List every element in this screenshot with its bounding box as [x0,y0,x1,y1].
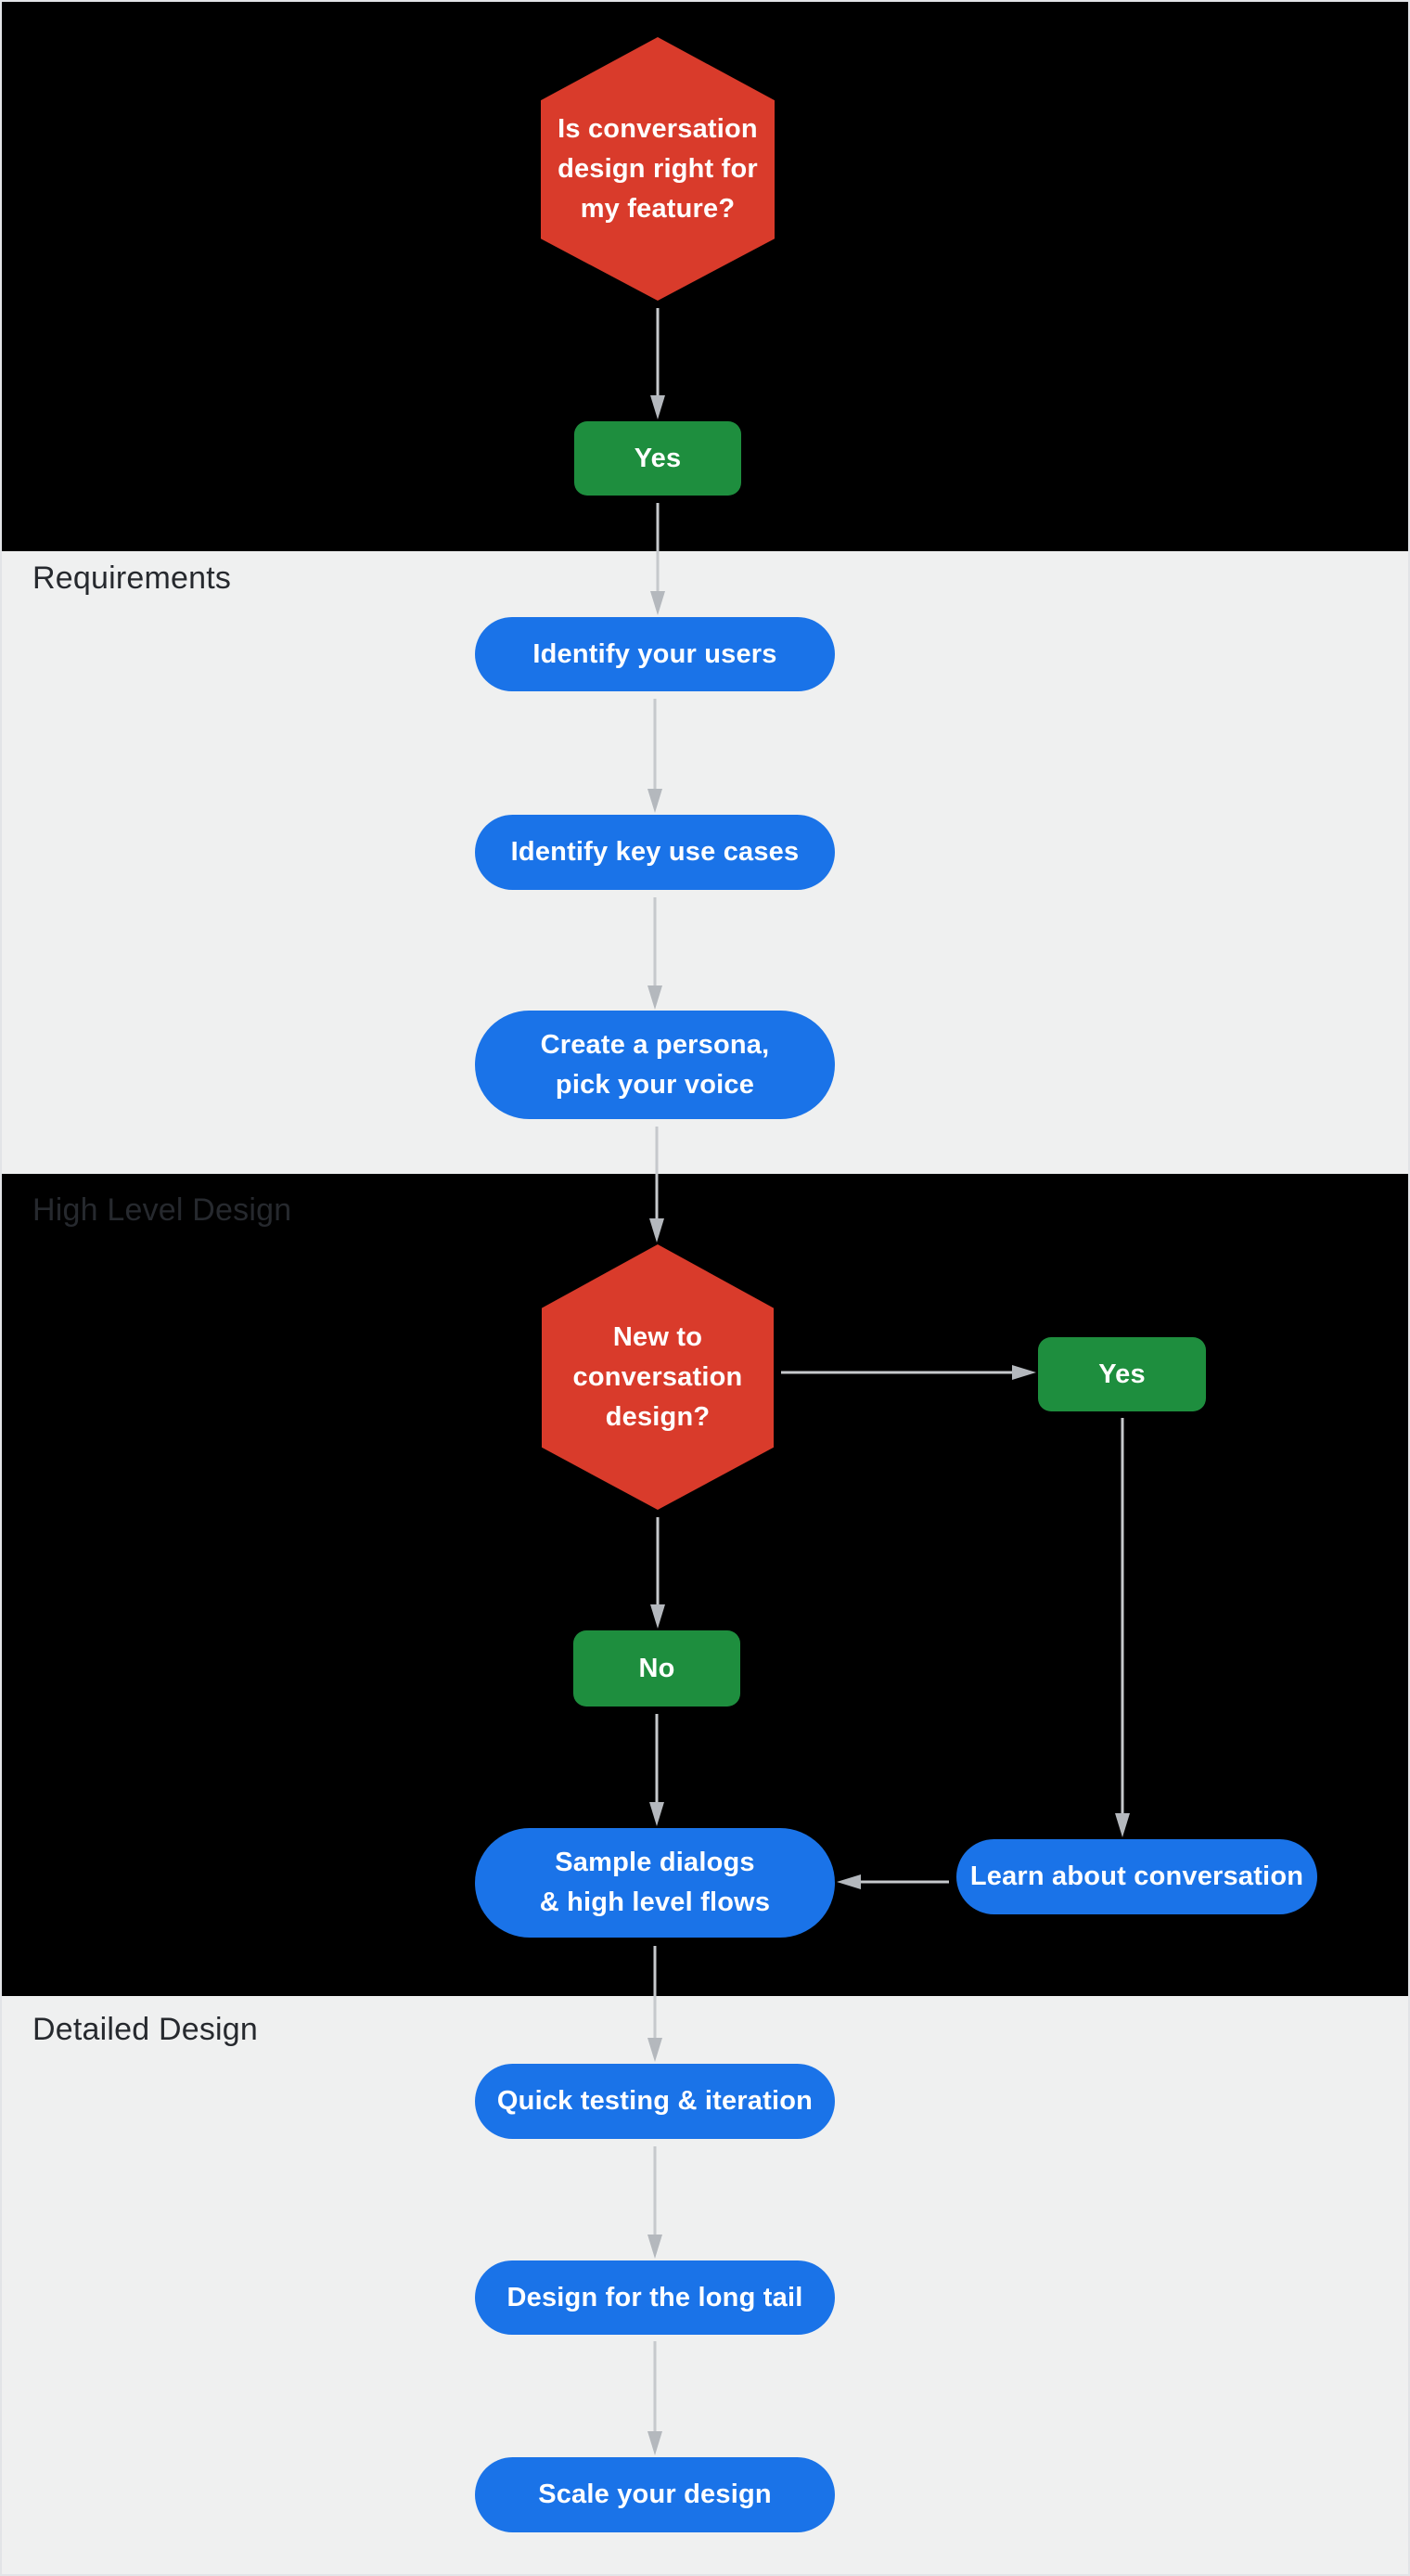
step-create-persona-button[interactable]: Create a persona, pick your voice [475,1011,835,1119]
step-identify-your-users-label: Identify your users [532,638,777,669]
step-identify-key-use-cases-label: Identify key use cases [510,837,800,867]
step-create-persona-label: Create a persona, pick your voice [540,1029,770,1100]
section-label-high-level-design: High Level Design [32,1192,292,1228]
step-identify-your-users-button[interactable]: Identify your users [475,617,835,691]
answer-new-yes-button[interactable]: Yes [1038,1337,1206,1411]
decision-new-to-conversation-design: New to conversation design? [542,1244,774,1510]
step-sample-dialogs-label: Sample dialogs & high level flows [539,1848,771,1917]
decision-new-to-conversation-design-label: New to conversation design? [572,1321,743,1432]
answer-new-yes-label: Yes [1098,1359,1146,1389]
decision-is-conversation-design-right-label: Is conversation design right for my feat… [558,113,758,224]
step-quick-testing-label: Quick testing & iteration [496,2086,814,2116]
step-scale-your-design-button[interactable]: Scale your design [475,2457,835,2532]
answer-feature-yes-label: Yes [634,443,682,473]
step-quick-testing-button[interactable]: Quick testing & iteration [475,2064,835,2139]
step-design-long-tail-button[interactable]: Design for the long tail [475,2260,835,2335]
section-label-detailed-design: Detailed Design [32,2012,259,2047]
section-label-requirements: Requirements [32,560,232,596]
decision-is-conversation-design-right: Is conversation design right for my feat… [541,37,775,301]
step-design-long-tail-label: Design for the long tail [506,2282,803,2312]
step-learn-about-conversation-label: Learn about conversation [969,1861,1304,1891]
answer-feature-yes-button[interactable]: Yes [574,421,741,496]
step-scale-your-design-label: Scale your design [538,2479,772,2509]
answer-new-no-button[interactable]: No [573,1630,740,1707]
answer-new-no-label: No [638,1653,675,1683]
step-learn-about-conversation-button[interactable]: Learn about conversation [956,1839,1317,1914]
step-identify-key-use-cases-button[interactable]: Identify key use cases [475,815,835,890]
step-sample-dialogs-button[interactable]: Sample dialogs & high level flows [475,1828,835,1938]
